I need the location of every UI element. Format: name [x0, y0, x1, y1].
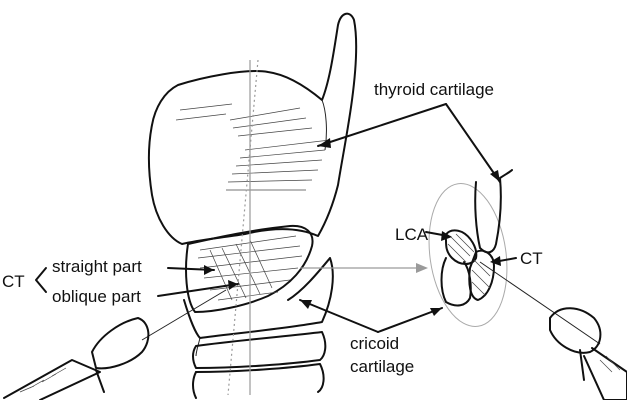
pointer-thyroid-left	[318, 104, 446, 146]
label-thyroid-cartilage: thyroid cartilage	[374, 80, 494, 99]
ct-muscle-side	[469, 251, 494, 300]
pointer-thyroid-right	[446, 104, 500, 182]
syringe-right	[550, 308, 627, 400]
label-ct-right: CT	[520, 249, 543, 268]
thyroid-cartilage-shape	[149, 14, 356, 244]
lateral-view	[420, 170, 600, 344]
label-cricoid-line2: cartilage	[350, 357, 414, 376]
label-oblique-part: oblique part	[52, 287, 141, 306]
label-lca: LCA	[395, 225, 429, 244]
thyroid-shading	[176, 104, 330, 190]
label-ct-main: CT	[2, 272, 25, 291]
arrowhead-thyroid-left	[318, 138, 331, 148]
label-cricoid-line1: cricoid	[350, 334, 399, 353]
label-straight-part: straight part	[52, 257, 142, 276]
arrowhead-thyroid-right	[490, 170, 500, 182]
ct-bracket	[36, 268, 46, 292]
pointer-cricoid-left	[300, 300, 378, 332]
larynx-illustration	[149, 14, 356, 398]
trachea	[193, 332, 325, 398]
